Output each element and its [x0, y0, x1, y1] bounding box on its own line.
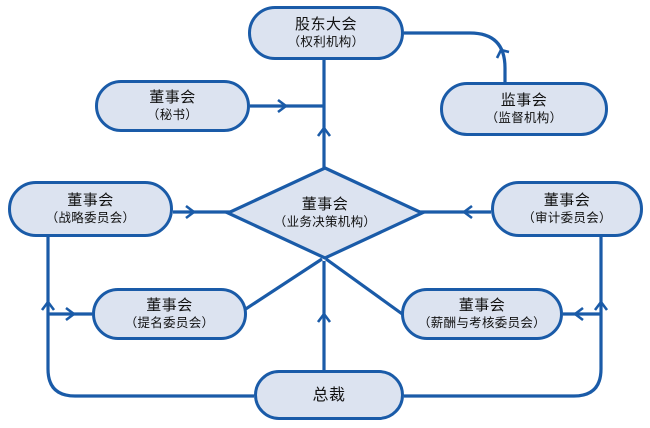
node-compensation-committee-subtitle: （薪酬与考核委员会）	[417, 315, 546, 331]
edge-secretary-to-trunk-arrow	[277, 98, 288, 114]
node-board-main-label: 董事会 （业务决策机构）	[273, 195, 377, 230]
node-strategy-committee-title: 董事会	[67, 191, 114, 210]
node-audit-committee-subtitle: （审计委员会）	[522, 210, 612, 226]
node-board-secretary-subtitle: （秘书）	[146, 107, 199, 123]
edge-left-branch-to-nomination-arrow	[65, 306, 76, 322]
node-president-title: 总裁	[312, 384, 346, 404]
node-nomination-committee-title: 董事会	[146, 296, 193, 315]
edge-president-to-board-arrow	[316, 312, 332, 323]
node-shareholders[interactable]: 股东大会 （权利机构）	[248, 6, 404, 60]
node-supervisors-title: 监事会	[500, 91, 548, 110]
edge-board-to-nomination	[234, 257, 323, 318]
node-board-main[interactable]: 董事会 （业务决策机构）	[225, 165, 425, 261]
node-audit-committee[interactable]: 董事会 （审计委员会）	[491, 181, 643, 237]
node-compensation-committee-title: 董事会	[458, 296, 506, 315]
node-strategy-committee-subtitle: （战略委员会）	[45, 210, 136, 226]
edge-right-branch-to-compensation-arrow	[573, 306, 584, 322]
node-compensation-committee[interactable]: 董事会 （薪酬与考核委员会）	[401, 288, 563, 340]
edge-board-to-compensation	[325, 257, 406, 318]
node-shareholders-subtitle: （权利机构）	[287, 34, 365, 50]
node-board-main-title: 董事会	[301, 195, 349, 214]
edge-president-left-to-strategy-arrow	[40, 300, 56, 311]
edge-audit-to-board-arrow	[462, 204, 473, 220]
node-board-secretary[interactable]: 董事会 （秘书）	[95, 80, 250, 132]
node-president[interactable]: 总裁	[254, 370, 404, 420]
node-board-main-subtitle: （业务决策机构）	[273, 214, 377, 230]
edge-shareholders-to-supervisors	[404, 31, 507, 86]
edge-president-left-to-strategy	[46, 237, 254, 398]
edge-shareholders-to-board-arrow	[316, 126, 332, 137]
node-shareholders-title: 股东大会	[294, 15, 357, 34]
edge-shareholders-to-supervisors-arrow	[495, 48, 510, 59]
node-strategy-committee[interactable]: 董事会 （战略委员会）	[8, 181, 173, 237]
diamond-shape	[225, 166, 425, 260]
node-audit-committee-title: 董事会	[543, 191, 591, 210]
node-nomination-committee[interactable]: 董事会 （提名委员会）	[92, 288, 247, 340]
edge-president-right-to-audit	[404, 237, 603, 398]
edge-president-right-to-audit-arrow	[593, 300, 609, 311]
node-supervisors-subtitle: （监督机构）	[485, 110, 563, 126]
node-board-secretary-title: 董事会	[149, 88, 196, 107]
node-supervisors[interactable]: 监事会 （监督机构）	[440, 82, 608, 136]
node-nomination-committee-subtitle: （提名委员会）	[124, 315, 215, 331]
edge-strategy-to-board-arrow	[185, 204, 196, 220]
